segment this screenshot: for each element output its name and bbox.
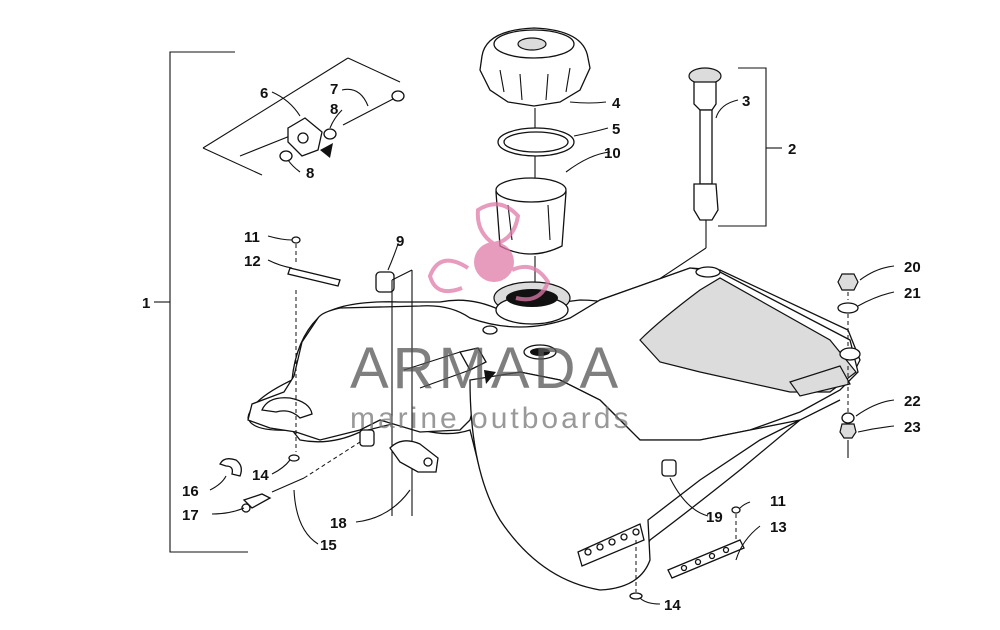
callout-3: 3 — [742, 93, 750, 110]
callout-6: 6 — [260, 85, 268, 102]
callout-1: 1 — [142, 295, 150, 312]
assembly-bracket-2 — [718, 67, 782, 227]
assembly-bracket-1 — [154, 51, 248, 553]
callout-11b: 11 — [770, 493, 786, 510]
callout-8a: 8 — [330, 101, 338, 118]
callout-labels: 1 2 3 4 5 6 7 8 8 9 10 11 11 12 13 14 14… — [142, 81, 921, 614]
watermark-tagline: marine outboards — [350, 402, 631, 435]
o-ring — [497, 127, 575, 157]
callout-7: 7 — [330, 81, 338, 98]
callout-2: 2 — [788, 141, 796, 158]
callout-14a: 14 — [252, 467, 269, 484]
armada-logo-watermark: ARMADA marine outboards — [350, 202, 631, 435]
callout-11a: 11 — [244, 229, 260, 246]
callout-5: 5 — [612, 121, 620, 138]
callout-19: 19 — [706, 509, 723, 526]
fuel-cap — [479, 27, 591, 107]
bracket-assembly-6 — [202, 57, 405, 176]
callout-13: 13 — [770, 519, 787, 536]
callout-12: 12 — [244, 253, 261, 270]
callout-23: 23 — [904, 419, 921, 436]
callout-17: 17 — [182, 507, 199, 524]
left-side-hardware — [219, 236, 496, 516]
callout-20: 20 — [904, 259, 921, 276]
leader-lines — [209, 88, 895, 605]
fuel-gauge-sender — [559, 67, 722, 346]
right-side-hardware — [629, 273, 859, 600]
callout-14b: 14 — [664, 597, 681, 614]
callout-18: 18 — [330, 515, 347, 532]
callout-4: 4 — [612, 95, 621, 112]
callout-10: 10 — [604, 145, 621, 162]
callout-9: 9 — [396, 233, 404, 250]
watermark-brand: ARMADA — [350, 336, 622, 401]
callout-8b: 8 — [306, 165, 314, 182]
callout-16: 16 — [182, 483, 199, 500]
fuel-tank — [247, 266, 861, 591]
filler-neck — [495, 177, 567, 255]
callout-21: 21 — [904, 285, 921, 302]
callout-22: 22 — [904, 393, 921, 410]
callout-15: 15 — [320, 537, 337, 554]
